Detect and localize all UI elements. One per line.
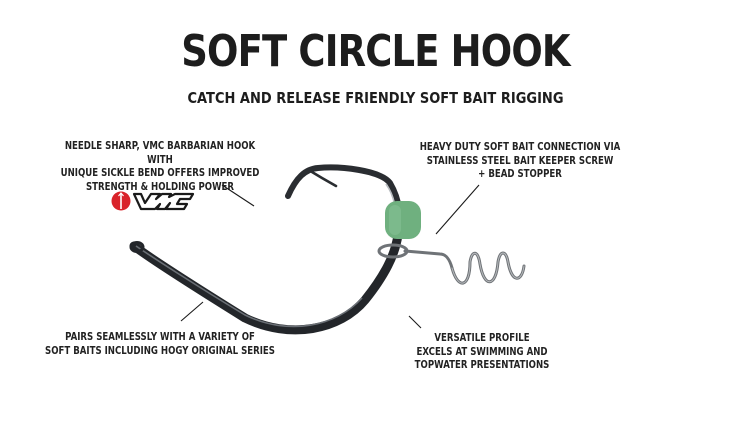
callout-line: STAINLESS STEEL BAIT KEEPER SCREW (426, 153, 614, 167)
callout-line: TOPWATER PRESENTATIONS (414, 358, 550, 371)
callout-needle-sharp: NEEDLE SHARP, VMC BARBARIAN HOOK WITH UN… (43, 139, 277, 193)
page-title: SOFT CIRCLE HOOK (181, 26, 570, 77)
callout-line: PAIRS SEAMLESSLY WITH A VARIETY OF (65, 330, 255, 343)
callout-line: EXCELS AT SWIMMING AND (416, 344, 548, 358)
bait-keeper-screw (377, 243, 526, 285)
callout-line: VERSATILE PROFILE (434, 331, 530, 344)
page-subtitle: CATCH AND RELEASE FRIENDLY SOFT BAIT RIG… (187, 89, 564, 107)
callout-line: UNIQUE SICKLE BEND OFFERS IMPROVED (60, 166, 260, 179)
callout-line: SOFT BAITS INCLUDING HOGY ORIGINAL SERIE… (45, 343, 275, 357)
vmc-logo (111, 191, 195, 211)
leader-lines (180, 184, 480, 329)
leader-line-top-left (221, 184, 255, 207)
vmc-wordmark (132, 192, 195, 211)
leader-line-top-right (435, 184, 480, 235)
callout-line: WITH (147, 152, 173, 166)
leader-line-bottom-right (408, 315, 422, 329)
callout-line: STRENGTH & HOLDING POWER (85, 179, 235, 193)
callout-bait-connection: HEAVY DUTY SOFT BAIT CONNECTION VIA STAI… (403, 140, 637, 181)
callout-line: HEAVY DUTY SOFT BAIT CONNECTION VIA (419, 140, 621, 153)
hook-body (129, 164, 403, 335)
bead-stopper (385, 201, 421, 239)
vmc-hook-logo-icon (111, 191, 131, 211)
callout-line: + BEAD STOPPER (478, 167, 562, 180)
callout-versatile-profile: VERSATILE PROFILE EXCELS AT SWIMMING AND… (396, 331, 568, 372)
callout-pairs-seamlessly: PAIRS SEAMLESSLY WITH A VARIETY OF SOFT … (43, 330, 277, 357)
callout-line: NEEDLE SHARP, VMC BARBARIAN HOOK (64, 139, 256, 152)
leader-line-bottom-left (180, 301, 204, 322)
